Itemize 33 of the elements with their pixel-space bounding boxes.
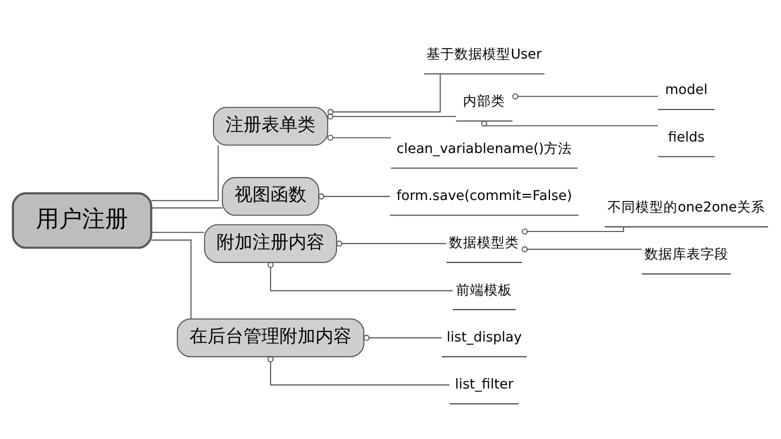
node-box: 视图函数	[222, 176, 320, 216]
node-text: model	[665, 82, 708, 98]
node-box: 附加注册内容	[204, 224, 338, 262]
connector	[318, 192, 390, 199]
connector	[522, 226, 624, 234]
node-text: 内部类	[463, 93, 506, 110]
connector	[268, 261, 453, 291]
connector	[327, 134, 391, 140]
node-text: clean_variablename()方法	[396, 140, 572, 156]
connector	[151, 206, 222, 208]
node-text: list_display	[446, 328, 522, 345]
node-text: form.save(commit=False)	[396, 187, 572, 204]
node-box: 用户注册	[12, 192, 152, 248]
connector	[328, 74, 441, 114]
connector	[336, 240, 446, 246]
node-text: list_filter	[455, 376, 514, 392]
connector	[327, 112, 456, 120]
node-text: 前端模板	[456, 282, 512, 298]
connector	[522, 246, 642, 252]
node-text: 基于数据模型User	[426, 46, 542, 62]
connector	[268, 356, 450, 385]
node-text: 不同模型的one2one关系	[608, 199, 766, 216]
connector	[151, 144, 219, 201]
connector	[512, 92, 658, 99]
node-box: 注册表单类	[212, 106, 328, 146]
connector	[363, 334, 442, 340]
node-text: 数据库表字段	[644, 246, 728, 262]
node-text: fields	[668, 128, 705, 145]
node-box: 在后台管理附加内容	[176, 318, 364, 357]
connector	[151, 239, 192, 318]
connector	[481, 120, 658, 126]
connector	[151, 231, 204, 232]
node-text: 数据模型类	[449, 234, 520, 251]
